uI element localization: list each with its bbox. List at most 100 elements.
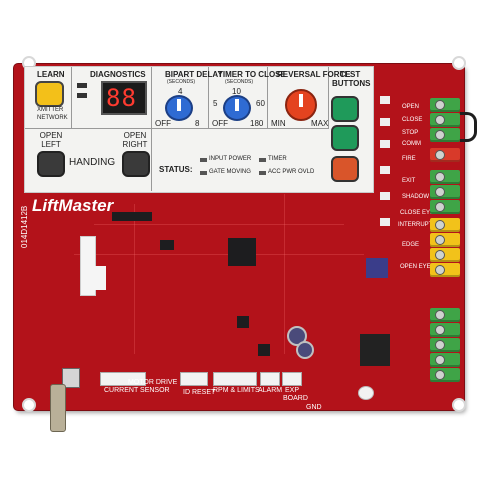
- terminal-block-red[interactable]: [430, 148, 460, 162]
- board-trace: [284, 194, 285, 354]
- bipart-delay-dial[interactable]: [165, 95, 193, 121]
- open-right-label: OPEN RIGHT: [122, 131, 148, 149]
- timer-left-value: 5: [213, 99, 218, 108]
- resistor-column: [380, 96, 390, 266]
- timer-top-value: 10: [232, 87, 241, 96]
- board-trace: [74, 254, 364, 255]
- diagnostics-title: DIAGNOSTICS: [90, 70, 146, 79]
- terminal-stop-label: STOP: [402, 130, 419, 136]
- terminal-interrupt-label: INTERRUPT: [398, 222, 433, 228]
- terminal-exit-label: EXIT: [402, 178, 416, 184]
- terminal-block-green[interactable]: [430, 308, 460, 322]
- terminal-block-green[interactable]: [430, 353, 460, 367]
- terminal-block-green[interactable]: [430, 128, 460, 142]
- terminal-block-green[interactable]: [430, 98, 460, 112]
- terminal-block-green[interactable]: [430, 113, 460, 127]
- id-reset-connector[interactable]: [180, 372, 208, 386]
- ic-chip: [160, 240, 174, 250]
- ic-chip: [237, 316, 249, 328]
- motor-drive-label: MOTOR DRIVE: [128, 379, 178, 386]
- exp-board-connector[interactable]: [282, 372, 302, 386]
- mounting-hole: [452, 56, 466, 70]
- terminal-block-yellow[interactable]: [430, 233, 460, 247]
- reversal-min-label: MIN: [271, 119, 286, 128]
- terminal-fire-label: FIRE: [402, 156, 416, 162]
- test-stop-button[interactable]: [331, 156, 359, 182]
- gate-moving-label: GATE MOVING: [209, 169, 251, 175]
- terminal-open-eyes-label: OPEN EYES: [400, 264, 435, 270]
- display-digits: 88: [106, 84, 137, 112]
- open-left-button[interactable]: [37, 151, 65, 177]
- learn-button[interactable]: [35, 81, 64, 107]
- terminal-block-yellow[interactable]: [430, 218, 460, 232]
- rpm-limits-connector[interactable]: [213, 372, 257, 386]
- led-indicator: [259, 171, 266, 175]
- reversal-max-label: MAX: [311, 119, 329, 128]
- ic-chip: [258, 344, 270, 356]
- terminal-shadow-label: SHADOW: [402, 194, 429, 200]
- terminal-block-green[interactable]: [430, 185, 460, 199]
- barcode-sticker: [86, 266, 106, 290]
- relay: [366, 258, 388, 278]
- learn-title: LEARN: [37, 70, 65, 79]
- board-trace: [94, 224, 344, 225]
- timer-to-close-dial[interactable]: [223, 95, 251, 121]
- brand-logo: LiftMaster: [32, 196, 114, 215]
- bipart-top-value: 4: [178, 87, 183, 96]
- handing-label: HANDING: [69, 157, 116, 168]
- gnd-label: GND: [306, 404, 322, 411]
- terminal-close-label: CLOSE: [402, 117, 423, 123]
- terminal-comm-label: COMM: [402, 141, 421, 147]
- open-left-label: OPEN LEFT: [39, 131, 63, 149]
- relay: [360, 334, 390, 366]
- terminal-close-eyes-label: CLOSE EYES: [400, 210, 439, 216]
- bipart-max-label: 8: [195, 119, 200, 128]
- timer-status-label: TIMER: [268, 156, 287, 162]
- jumper-wire: [460, 112, 477, 142]
- antenna-connector: [62, 368, 80, 388]
- timer-unit: (SECONDS): [225, 79, 254, 85]
- status-led: [77, 93, 87, 98]
- control-label-panel: LEARN XMITTER NETWORK DIAGNOSTICS 88 BIP…: [24, 66, 374, 193]
- test-close-button[interactable]: [331, 125, 359, 151]
- board-trace: [134, 204, 135, 354]
- terminal-block-green[interactable]: [430, 200, 460, 214]
- bipart-off-label: OFF: [155, 119, 171, 128]
- terminal-open-label: OPEN: [402, 104, 420, 110]
- alarm-label: ALARM: [258, 387, 283, 394]
- reversal-force-dial[interactable]: [285, 89, 317, 121]
- capacitor: [296, 341, 314, 359]
- handing-cell: [25, 129, 152, 191]
- bipart-unit: (SECONDS): [167, 79, 196, 85]
- terminal-block-green[interactable]: [430, 368, 460, 382]
- reversal-title: REVERSAL FORCE: [277, 70, 351, 79]
- motor-drive-connector[interactable]: [100, 372, 146, 386]
- alarm-connector[interactable]: [260, 372, 280, 386]
- bipart-cell: [152, 67, 209, 129]
- led-indicator: [259, 158, 266, 162]
- reversal-cell: [268, 67, 329, 129]
- terminal-block-yellow[interactable]: [430, 248, 460, 262]
- status-label: STATUS:: [159, 165, 193, 174]
- capacitor: [358, 386, 374, 400]
- rpm-limits-label: RPM & LIMITS: [213, 387, 260, 394]
- terminal-block-green[interactable]: [430, 170, 460, 184]
- open-right-button[interactable]: [122, 151, 150, 177]
- id-reset-label: ID RESET: [183, 389, 216, 396]
- part-number: 014D1412B: [20, 205, 29, 248]
- terminal-block-green[interactable]: [430, 323, 460, 337]
- timer-off-label: OFF: [212, 119, 228, 128]
- led-indicator: [200, 158, 207, 162]
- timer-title: TIMER TO CLOSE: [218, 70, 286, 79]
- diagnostic-display: 88: [101, 81, 147, 115]
- mounting-hole: [22, 398, 36, 412]
- test-open-button[interactable]: [331, 96, 359, 122]
- learn-cell: [25, 67, 72, 129]
- ic-chip: [112, 212, 152, 221]
- terminal-block-yellow[interactable]: [430, 263, 460, 277]
- terminal-block-green[interactable]: [430, 338, 460, 352]
- network-label: NETWORK: [37, 115, 68, 121]
- xmitter-label: XMITTER: [37, 107, 64, 113]
- led-indicator: [200, 171, 207, 175]
- timer-max-label: 180: [250, 119, 264, 128]
